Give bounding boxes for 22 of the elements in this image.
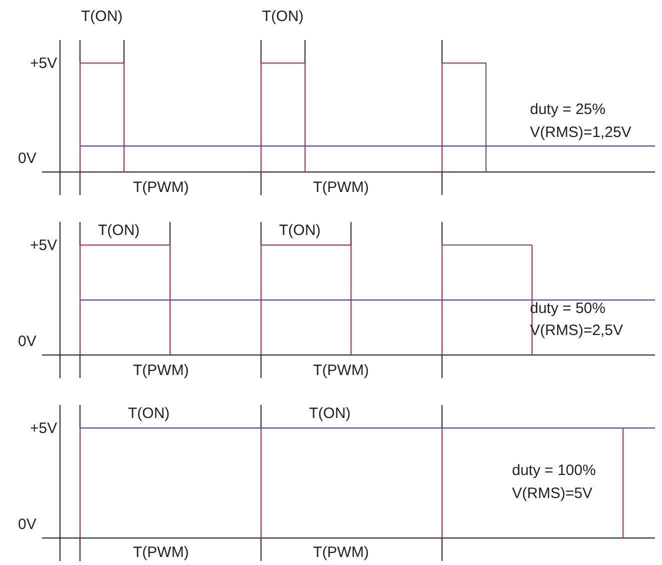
time-label: T(ON) (279, 222, 321, 240)
time-label: T(ON) (128, 405, 170, 423)
time-label: T(ON) (309, 405, 351, 423)
time-label: T(ON) (98, 222, 140, 240)
duty-note: duty = 25% (530, 101, 606, 119)
voltage-label: 0V (18, 333, 36, 351)
time-label: T(PWM) (313, 179, 369, 197)
time-label: T(PWM) (133, 544, 189, 562)
time-label: T(PWM) (313, 544, 369, 562)
rms-note: V(RMS)=5V (512, 485, 592, 503)
voltage-label: +5V (30, 55, 58, 73)
time-label: T(PWM) (313, 362, 369, 380)
time-label: T(PWM) (133, 179, 189, 197)
rms-note: V(RMS)=1,25V (530, 124, 632, 142)
voltage-label: 0V (18, 516, 36, 534)
voltage-label: 0V (18, 150, 36, 168)
time-label: T(ON) (262, 8, 304, 26)
time-label: T(ON) (81, 8, 123, 26)
voltage-label: +5V (30, 237, 58, 255)
time-label: T(PWM) (133, 362, 189, 380)
voltage-label: +5V (30, 420, 58, 438)
duty-note: duty = 100% (512, 462, 596, 480)
